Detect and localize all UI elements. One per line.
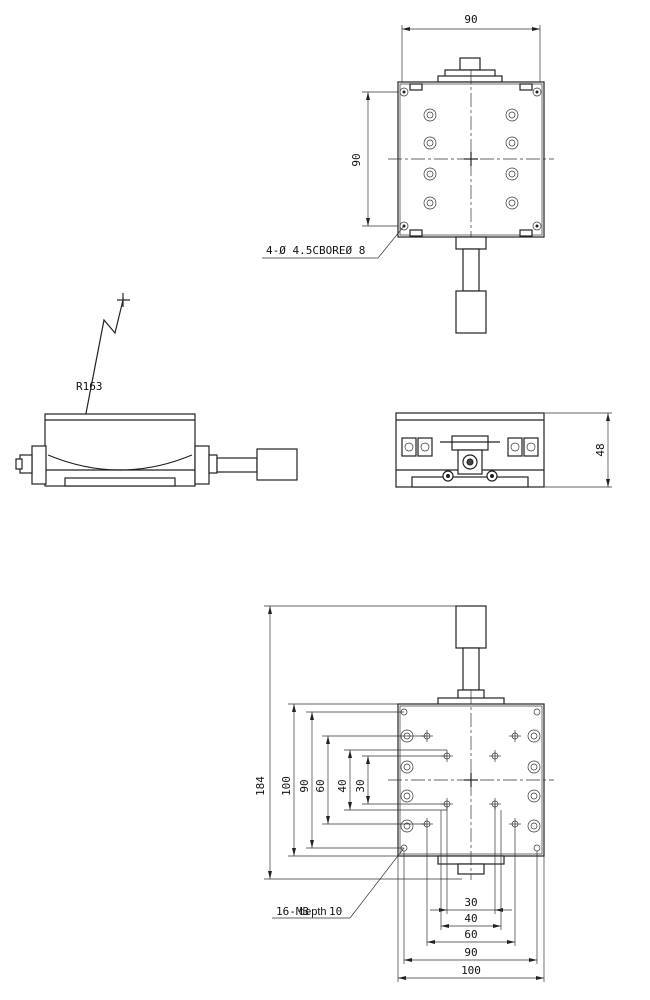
top-holes xyxy=(423,108,519,210)
top-view: 90 90 xyxy=(262,13,554,334)
tapped-note-prefix: 16-M3 xyxy=(276,905,309,918)
overall-height-dim: 184 xyxy=(254,776,267,796)
front-height-dim: 48 xyxy=(594,443,607,456)
dim-v-100: 100 xyxy=(280,776,293,796)
bottom-view: 184 100 90 60 40 30 xyxy=(254,605,554,982)
dim-v-60: 60 xyxy=(314,779,327,792)
dim-h-60: 60 xyxy=(464,928,477,941)
dim-h-100: 100 xyxy=(461,964,481,977)
dim-h-90: 90 xyxy=(464,946,477,959)
hole-note: 4-Ø 4.5CBOREØ 8 xyxy=(266,244,365,257)
radius-label: R163 xyxy=(76,380,103,393)
dim-h-40: 40 xyxy=(464,912,477,925)
side-view: R163 xyxy=(15,293,298,487)
top-width-dim: 90 xyxy=(464,13,477,26)
tapped-note-value: 10 xyxy=(329,905,342,918)
front-view: 48 xyxy=(395,412,612,488)
dim-v-30: 30 xyxy=(354,779,367,792)
tapped-note-depth: depth xyxy=(299,906,327,918)
dim-v-90: 90 xyxy=(298,779,311,792)
dim-v-40: 40 xyxy=(336,779,349,792)
dim-h-30: 30 xyxy=(464,896,477,909)
top-height-dim: 90 xyxy=(350,153,363,166)
